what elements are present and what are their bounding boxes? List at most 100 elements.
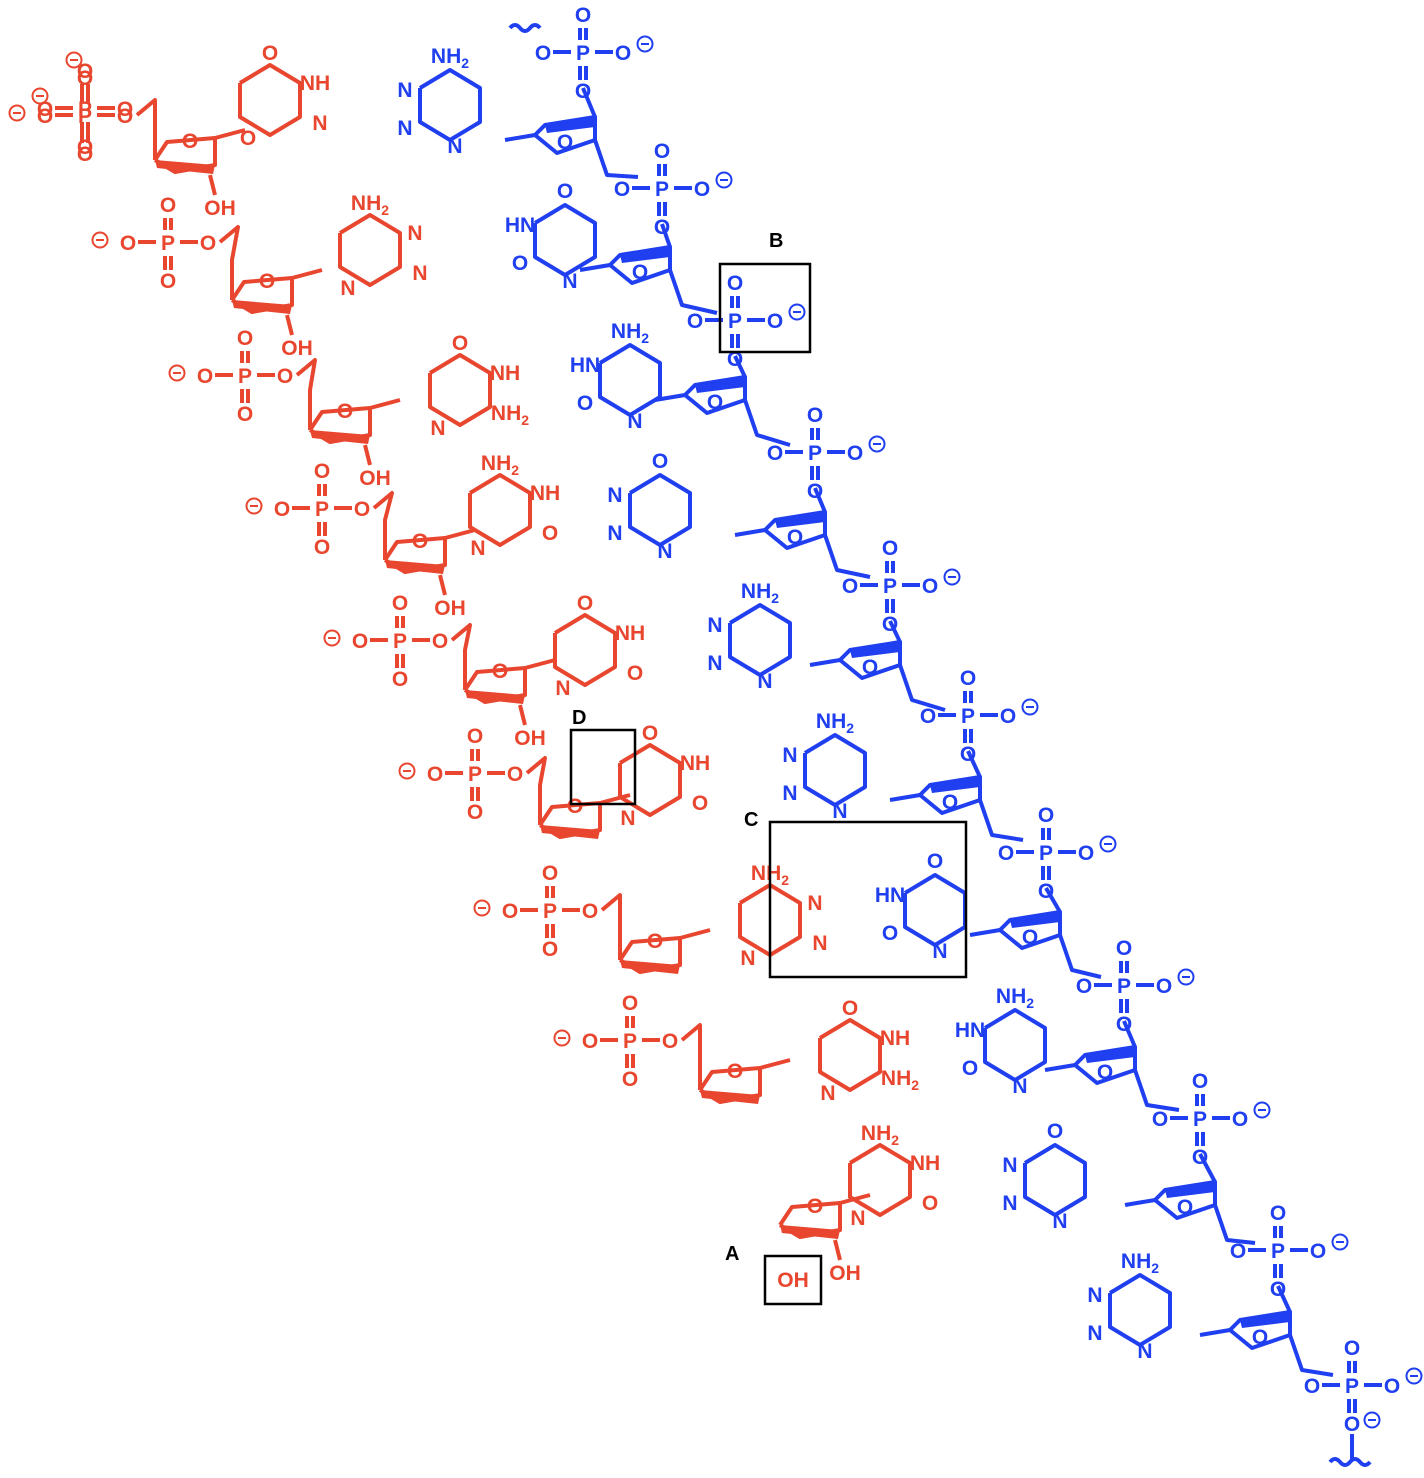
atom-label: N [757,670,772,693]
oxygen-atom: O [542,862,558,885]
negative-charge-icon [168,364,186,382]
atom-label: N [397,79,412,102]
atom-label: N [782,744,797,767]
atom-label: N [782,782,797,805]
negative-charge-icon [398,762,416,780]
atom-label: N [340,277,355,300]
atom-label: NH2 [996,985,1034,1011]
phosphorus-atom: P [883,575,897,598]
oxygen-atom: O [237,403,253,426]
atom-label: N [820,1082,835,1105]
ring-oxygen: O [412,530,428,553]
ring-oxygen: O [632,261,648,284]
oxygen-atom: O [502,900,518,923]
box-label-c: C [744,809,758,831]
atom-label: O [692,792,708,815]
atom-label: N [312,112,327,135]
phosphorus-atom: P [1193,1108,1207,1131]
atom-label: N [1087,1284,1102,1307]
atom-label: N [707,614,722,637]
bold-wedge [775,512,825,528]
oxygen-atom: O [1270,1202,1286,1225]
atom-label: O [652,450,668,473]
atom-label: NH [530,482,560,505]
oxygen-atom: O [1304,1375,1320,1398]
atom-label: NH [880,1027,910,1050]
oxygen-atom: O [197,365,213,388]
phosphorus-atom: P [1271,1240,1285,1263]
hydroxyl: OH [281,337,313,360]
ring-oxygen: O [259,270,275,293]
sugar-ring: OOH [153,130,236,220]
oxygen-atom: O [117,98,133,121]
atom-label: O [627,662,643,685]
atom-label: NH2 [1121,1250,1159,1276]
atom-label: N [812,932,827,955]
sugar-ring: O [1153,1180,1217,1220]
atom-label: N [407,222,422,245]
oxygen-atom: O [1152,1108,1168,1131]
atom-label: N [397,117,412,140]
negative-charge-icon [473,899,491,917]
ring-oxygen: O [1177,1196,1193,1219]
oxygen-atom: O [727,272,743,295]
oxygen-atom: O [767,310,783,333]
atom-label: O [962,1057,978,1080]
bold-wedge [310,430,370,444]
phosphorus-atom: P [961,705,975,728]
oxygen-atom: O [662,1030,678,1053]
sugar-ring: O [1228,1310,1292,1350]
oxygen-atom: O [694,178,710,201]
negative-charge-icon [31,87,49,105]
oxygen-atom: O [120,232,136,255]
atom-label: N [832,800,847,823]
bold-wedge [1085,1047,1135,1063]
negative-charge-icon [1331,1233,1349,1251]
bold-wedge [850,642,900,658]
oxygen-atom: O [1344,1337,1360,1360]
negative-charge-icon [636,35,654,53]
phosphorus-atom: P [315,498,329,521]
atom-label: NH2 [881,1067,919,1093]
bold-wedge [780,1225,840,1239]
phosphorus-atom: P [393,630,407,653]
negative-charge-icon [1177,968,1195,986]
atom-label: O [927,850,943,873]
oxygen-atom: O [1038,804,1054,827]
oxygen-atom: O [237,327,253,350]
atom-label: N [1012,1075,1027,1098]
atom-label: O [262,42,278,65]
oxygen-atom: O [1078,842,1094,865]
atom-label: NH [615,622,645,645]
oxygen-atom: O [1000,705,1016,728]
oxygen-atom: O [614,178,630,201]
bold-wedge [930,777,980,793]
bold-wedge [1165,1182,1215,1198]
box-c [768,820,968,979]
atom-label: O [1047,1120,1063,1143]
